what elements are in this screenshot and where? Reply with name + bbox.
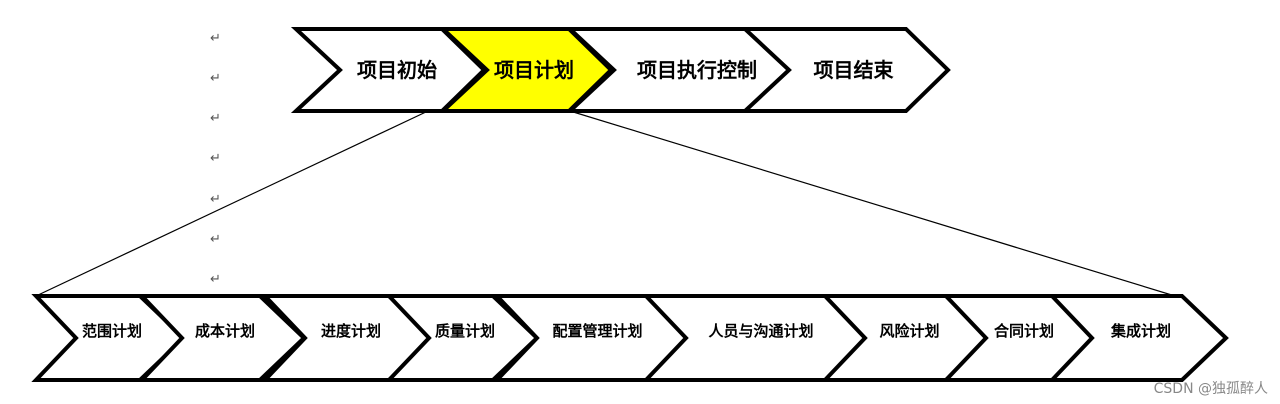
sub-plan-label-1: 范围计划 (82, 322, 142, 340)
sub-plan-label-7: 风险计划 (879, 322, 939, 340)
expansion-line-left (35, 110, 429, 297)
paragraph-mark: ↵ (210, 192, 221, 207)
sub-plan-chevron-9 (1047, 294, 1229, 382)
phase-label-4: 项目结束 (814, 58, 895, 82)
sub-plan-row: 范围计划 成本计划 进度计划 质量计划 配置管理计划 人员与沟通计划 风险计划 合同计划 集成计… (31, 294, 1229, 382)
phase-label-1: 项目初始 (357, 58, 437, 82)
sub-plan-label-8: 合同计划 (993, 322, 1054, 340)
sub-plan-label-6: 人员与沟通计划 (708, 322, 813, 340)
sub-plan-chevron-2 (137, 294, 307, 382)
paragraph-mark: ↵ (210, 71, 221, 86)
sub-plan-label-5: 配置管理计划 (552, 322, 642, 340)
sub-plan-label-2: 成本计划 (195, 322, 255, 340)
paragraph-mark: ↵ (210, 111, 221, 126)
watermark: CSDN @独孤醉人 (1153, 381, 1268, 397)
phase-chevron-4 (739, 27, 951, 113)
sub-plan-label-4: 质量计划 (435, 322, 495, 340)
sub-plan-chevron-4 (384, 294, 540, 382)
sub-plan-label-3: 进度计划 (321, 322, 381, 340)
sub-plan-label-9: 集成计划 (1110, 322, 1171, 340)
paragraph-mark: ↵ (210, 272, 221, 287)
paragraph-mark: ↵ (210, 151, 221, 166)
paragraph-mark: ↵ (210, 232, 221, 247)
expansion-line-right (569, 110, 1176, 297)
phase-label-3: 项目执行控制 (637, 58, 757, 82)
phase-row: 项目初始 项目计划 项目执行控制 项目结束 (290, 27, 951, 113)
phase-label-2: 项目计划 (494, 58, 574, 82)
paragraph-marks: ↵ ↵ ↵ ↵ ↵ ↵ ↵ (210, 31, 221, 287)
paragraph-mark: ↵ (210, 31, 221, 46)
